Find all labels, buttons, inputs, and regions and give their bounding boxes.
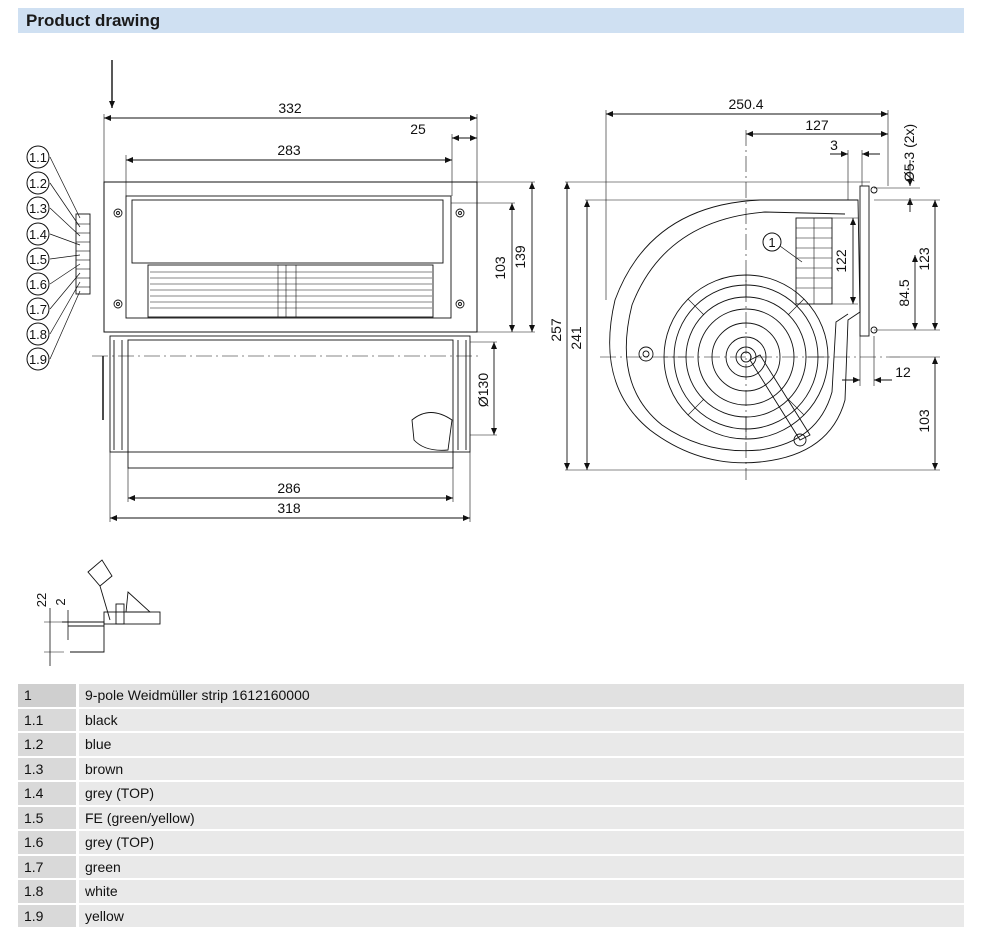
dim-strip-height: 122 xyxy=(833,249,849,273)
legend-desc: 9-pole Weidmüller strip 1612160000 xyxy=(79,684,964,709)
dim-mount-offset: 84.5 xyxy=(896,279,912,306)
dim-inner-height: 241 xyxy=(568,326,584,350)
callout-1-4: 1.4 xyxy=(26,222,50,246)
callout-1-6: 1.6 xyxy=(26,272,50,296)
callout-1-5: 1.5 xyxy=(26,247,50,271)
dim-total-height: 139 xyxy=(512,245,528,269)
callout-1-9: 1.9 xyxy=(26,347,50,371)
dim-detail-offset: 2 xyxy=(53,598,68,605)
callout-1: 1 xyxy=(762,232,782,252)
svg-text:1.8: 1.8 xyxy=(29,327,47,342)
svg-text:1.4: 1.4 xyxy=(29,227,47,242)
dim-outer-height: 257 xyxy=(548,318,564,342)
callout-1-3: 1.3 xyxy=(26,196,50,220)
front-view xyxy=(49,60,535,522)
legend-id: 1.4 xyxy=(18,782,79,807)
legend-id: 1.7 xyxy=(18,855,79,880)
legend-desc: grey (TOP) xyxy=(79,831,964,856)
dim-outlet-diameter: Ø130 xyxy=(475,373,491,407)
dim-frame-height: 103 xyxy=(492,256,508,280)
side-view xyxy=(564,110,940,480)
dim-inner-width: 283 xyxy=(277,142,301,158)
dim-flange: 25 xyxy=(410,121,426,137)
legend-desc: white xyxy=(79,880,964,905)
dim-center-offset: 127 xyxy=(805,117,829,133)
wire-callouts: 1.1 1.2 1.3 1.4 1.5 1.6 1.7 1.8 1.9 xyxy=(26,145,50,371)
legend-desc: yellow xyxy=(79,904,964,929)
product-drawing: 332 25 283 286 318 103 139 Ø130 1.1 1.2 … xyxy=(26,60,940,666)
legend-id: 1.8 xyxy=(18,880,79,905)
svg-text:1: 1 xyxy=(768,235,775,250)
detail-dimensions: 22 2 xyxy=(34,593,68,607)
legend-desc: black xyxy=(79,708,964,733)
legend-id: 1.2 xyxy=(18,733,79,758)
svg-text:1.7: 1.7 xyxy=(29,302,47,317)
side-dimensions: 250.4 127 3 Ø5.3 (2x) 122 257 241 123 84… xyxy=(548,96,932,433)
svg-text:1.1: 1.1 xyxy=(29,150,47,165)
dim-detail-height: 22 xyxy=(34,593,49,607)
svg-text:1.3: 1.3 xyxy=(29,201,47,216)
dim-tab: 12 xyxy=(895,364,911,380)
legend-id: 1.9 xyxy=(18,904,79,929)
front-dimensions: 332 25 283 286 318 103 139 Ø130 xyxy=(277,100,528,516)
dim-side-overall-width: 250.4 xyxy=(728,96,763,112)
svg-text:1.5: 1.5 xyxy=(29,252,47,267)
dim-small-offset: 3 xyxy=(830,137,838,153)
svg-text:1.2: 1.2 xyxy=(29,176,47,191)
legend-id: 1.6 xyxy=(18,831,79,856)
legend-desc: green xyxy=(79,855,964,880)
legend-desc: brown xyxy=(79,757,964,782)
callout-1-7: 1.7 xyxy=(26,297,50,321)
dim-hole: Ø5.3 (2x) xyxy=(901,124,917,182)
callout-1-2: 1.2 xyxy=(26,171,50,195)
legend-desc: grey (TOP) xyxy=(79,782,964,807)
legend-desc: blue xyxy=(79,733,964,758)
svg-text:1.6: 1.6 xyxy=(29,277,47,292)
legend-id: 1.5 xyxy=(18,806,79,831)
detail-view xyxy=(44,559,161,666)
dim-overall-width: 332 xyxy=(278,100,302,116)
dim-lower-height: 103 xyxy=(916,409,932,433)
callout-1-8: 1.8 xyxy=(26,322,50,346)
legend-id: 1 xyxy=(18,684,79,709)
legend-id: 1.3 xyxy=(18,757,79,782)
dim-mount-height: 123 xyxy=(916,247,932,271)
section-header: Product drawing xyxy=(18,8,964,33)
legend-id: 1.1 xyxy=(18,708,79,733)
svg-text:1.9: 1.9 xyxy=(29,352,47,367)
dim-housing-width: 286 xyxy=(277,480,301,496)
dim-base-width: 318 xyxy=(277,500,301,516)
callout-1-1: 1.1 xyxy=(26,145,50,169)
legend-desc: FE (green/yellow) xyxy=(79,806,964,831)
section-title: Product drawing xyxy=(26,11,161,30)
